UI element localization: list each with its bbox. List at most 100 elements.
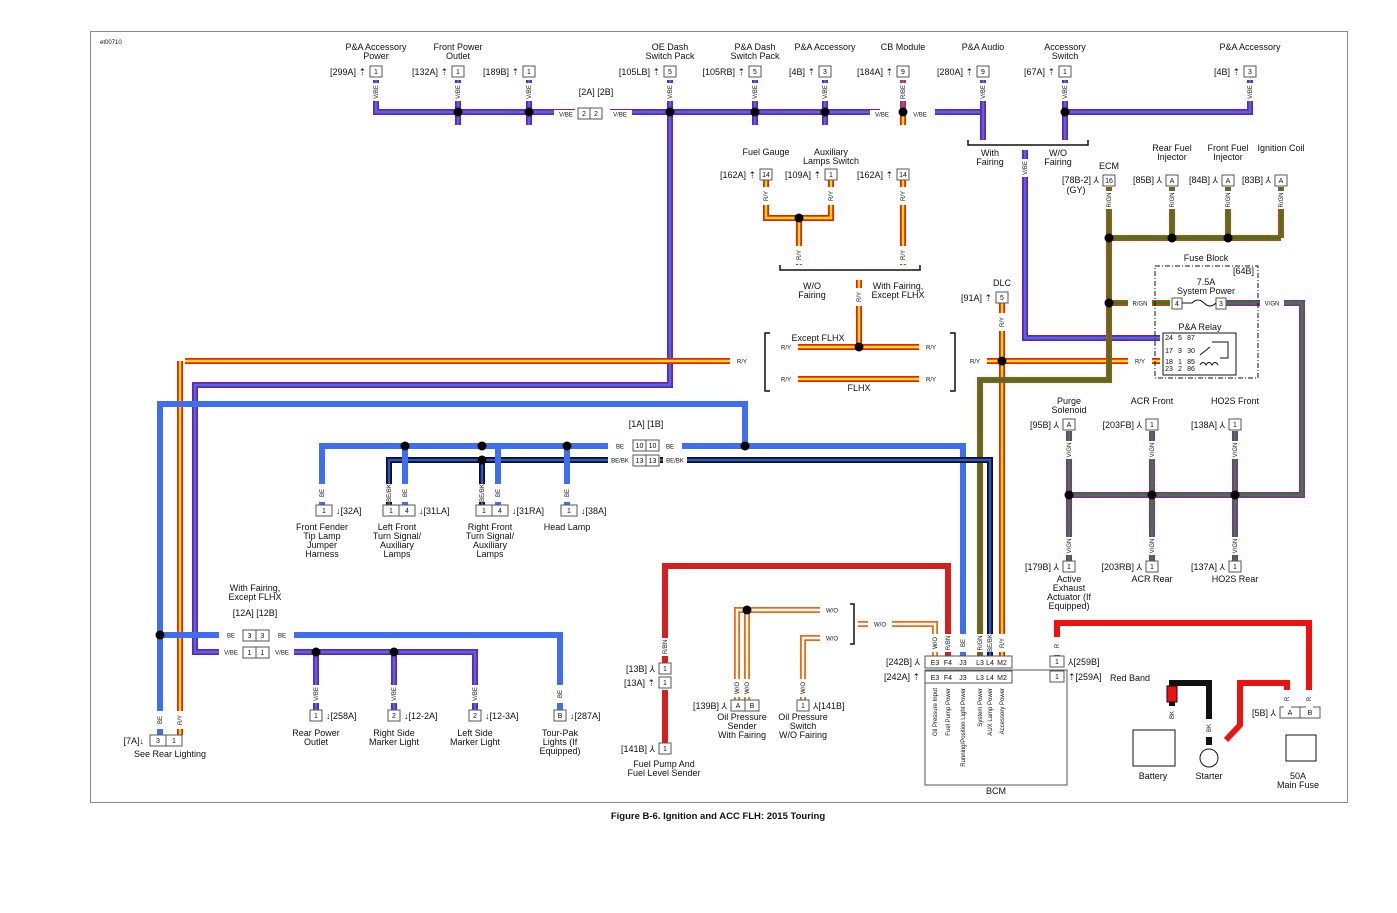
label-bg bbox=[402, 484, 409, 502]
label-bg bbox=[900, 83, 907, 101]
label: With Fairing bbox=[718, 730, 766, 740]
label-bg bbox=[557, 685, 564, 703]
pin-number: 1 bbox=[374, 69, 378, 76]
bcm-function: Running/Position Light Power bbox=[961, 688, 967, 767]
label: J3 bbox=[959, 660, 967, 667]
label-bg bbox=[270, 648, 294, 656]
connector-pin bbox=[1243, 65, 1257, 78]
label: L4 bbox=[986, 675, 994, 682]
label: Auxiliary bbox=[814, 147, 849, 157]
label-bg bbox=[662, 638, 669, 656]
fuse-block-title: Fuse Block bbox=[1184, 253, 1229, 263]
connector-pin bbox=[1145, 418, 1159, 431]
label: Solenoid bbox=[1051, 405, 1086, 415]
label-bg bbox=[177, 711, 184, 729]
relay-pin: 1 bbox=[1178, 359, 1182, 366]
label: Auxiliary bbox=[380, 540, 415, 550]
wire-color-label: BE bbox=[565, 489, 571, 497]
label: [78B-2] ⅄ bbox=[1062, 175, 1100, 185]
wire-color-label: V/BE bbox=[224, 651, 238, 657]
vbe-bus-left bbox=[373, 80, 575, 115]
label: Battery bbox=[1139, 771, 1168, 781]
pin-number: A bbox=[1226, 178, 1231, 185]
label: Right Side bbox=[373, 728, 415, 738]
label-bg bbox=[1022, 159, 1029, 177]
label-bg bbox=[1149, 537, 1156, 555]
splice-dot bbox=[1104, 298, 1114, 308]
connector-pin bbox=[995, 291, 1009, 304]
connector-name: Accessory bbox=[1044, 42, 1086, 52]
wire-color-label: V/BE bbox=[1248, 85, 1254, 99]
pin-number: 9 bbox=[981, 69, 985, 76]
label-bg bbox=[1206, 719, 1213, 737]
wire-color-label: BE/BK bbox=[666, 459, 684, 465]
splice-dot bbox=[820, 107, 830, 117]
pin-number: 1 bbox=[322, 508, 326, 515]
label-bg bbox=[391, 685, 398, 703]
connector-pin bbox=[645, 439, 660, 452]
connector-pin bbox=[491, 504, 509, 517]
wire-stripe bbox=[270, 650, 477, 710]
pin-number: 2 bbox=[473, 713, 477, 720]
connector-name: Power bbox=[363, 51, 389, 61]
wire-color-label: BE bbox=[278, 634, 286, 640]
wire-color-label: R/GN bbox=[1107, 193, 1113, 208]
label-bg bbox=[1128, 357, 1152, 365]
connector-ref: [4B] ⇡ bbox=[789, 67, 815, 77]
label-bg bbox=[900, 246, 907, 264]
label-bg bbox=[945, 634, 952, 652]
splice-dot bbox=[477, 441, 487, 451]
diagram-frame bbox=[90, 31, 1348, 803]
connector-ref: [299A] ⇡ bbox=[330, 67, 366, 77]
pin-number: 1 bbox=[314, 713, 318, 720]
wire-color-label: V/BE bbox=[374, 85, 380, 99]
connector-name: P&A Audio bbox=[962, 42, 1005, 52]
brace bbox=[850, 603, 855, 645]
wire-color-label: R/GN bbox=[1170, 193, 1176, 208]
wire-color-label: BE bbox=[666, 445, 674, 451]
label-bg bbox=[999, 313, 1006, 331]
label-bg bbox=[868, 620, 892, 628]
label-bg bbox=[219, 648, 243, 656]
label: Starter bbox=[1195, 771, 1222, 781]
splice-dot bbox=[524, 107, 534, 117]
label: Harness bbox=[305, 549, 339, 559]
wire-color-label: R/Y bbox=[901, 250, 907, 260]
connector-ref: [4B] ⇡ bbox=[1214, 67, 1240, 77]
bcm-box bbox=[924, 669, 1068, 786]
connector-pin bbox=[744, 699, 760, 712]
wire-color-label: BE/BK bbox=[480, 484, 486, 502]
connector-ref: [67A] ⇡ bbox=[1024, 67, 1055, 77]
pin-number: 3 bbox=[156, 738, 160, 745]
label: Fuel Pump And bbox=[633, 759, 695, 769]
wire-color-label: R/Y bbox=[781, 378, 791, 384]
splice-dot bbox=[1167, 233, 1177, 243]
splice-dot bbox=[1223, 233, 1233, 243]
be-lamp-bus bbox=[319, 443, 630, 505]
fuse-block-outline bbox=[1154, 265, 1259, 379]
splice-dot bbox=[1230, 490, 1240, 500]
label-bg bbox=[1054, 637, 1061, 655]
label-bg bbox=[658, 442, 682, 450]
label-bg bbox=[1066, 441, 1073, 459]
label-bg bbox=[526, 83, 533, 101]
label: E3 bbox=[931, 660, 940, 667]
wire-color-label: BK bbox=[1207, 724, 1213, 732]
label: ↓[12-3A] bbox=[485, 711, 519, 721]
pin-number: 4 bbox=[498, 508, 502, 515]
label: L3 bbox=[976, 675, 984, 682]
label-bg bbox=[919, 375, 943, 383]
label: FLHX bbox=[847, 383, 870, 393]
label: DLC bbox=[993, 278, 1012, 288]
pin-number: 5 bbox=[1000, 295, 1004, 302]
wire-color-label: BE bbox=[320, 489, 326, 497]
label: Oil Pressure bbox=[778, 712, 828, 722]
splice-dot bbox=[750, 107, 760, 117]
wire-color-label: W/O bbox=[826, 637, 838, 643]
label: [83B] ⅄ bbox=[1242, 175, 1272, 185]
pin-number: 1 bbox=[261, 650, 265, 657]
label-bg bbox=[734, 679, 741, 697]
connector-pin bbox=[1062, 560, 1076, 573]
starter-icon bbox=[1199, 748, 1219, 768]
splice-dot bbox=[562, 441, 572, 451]
